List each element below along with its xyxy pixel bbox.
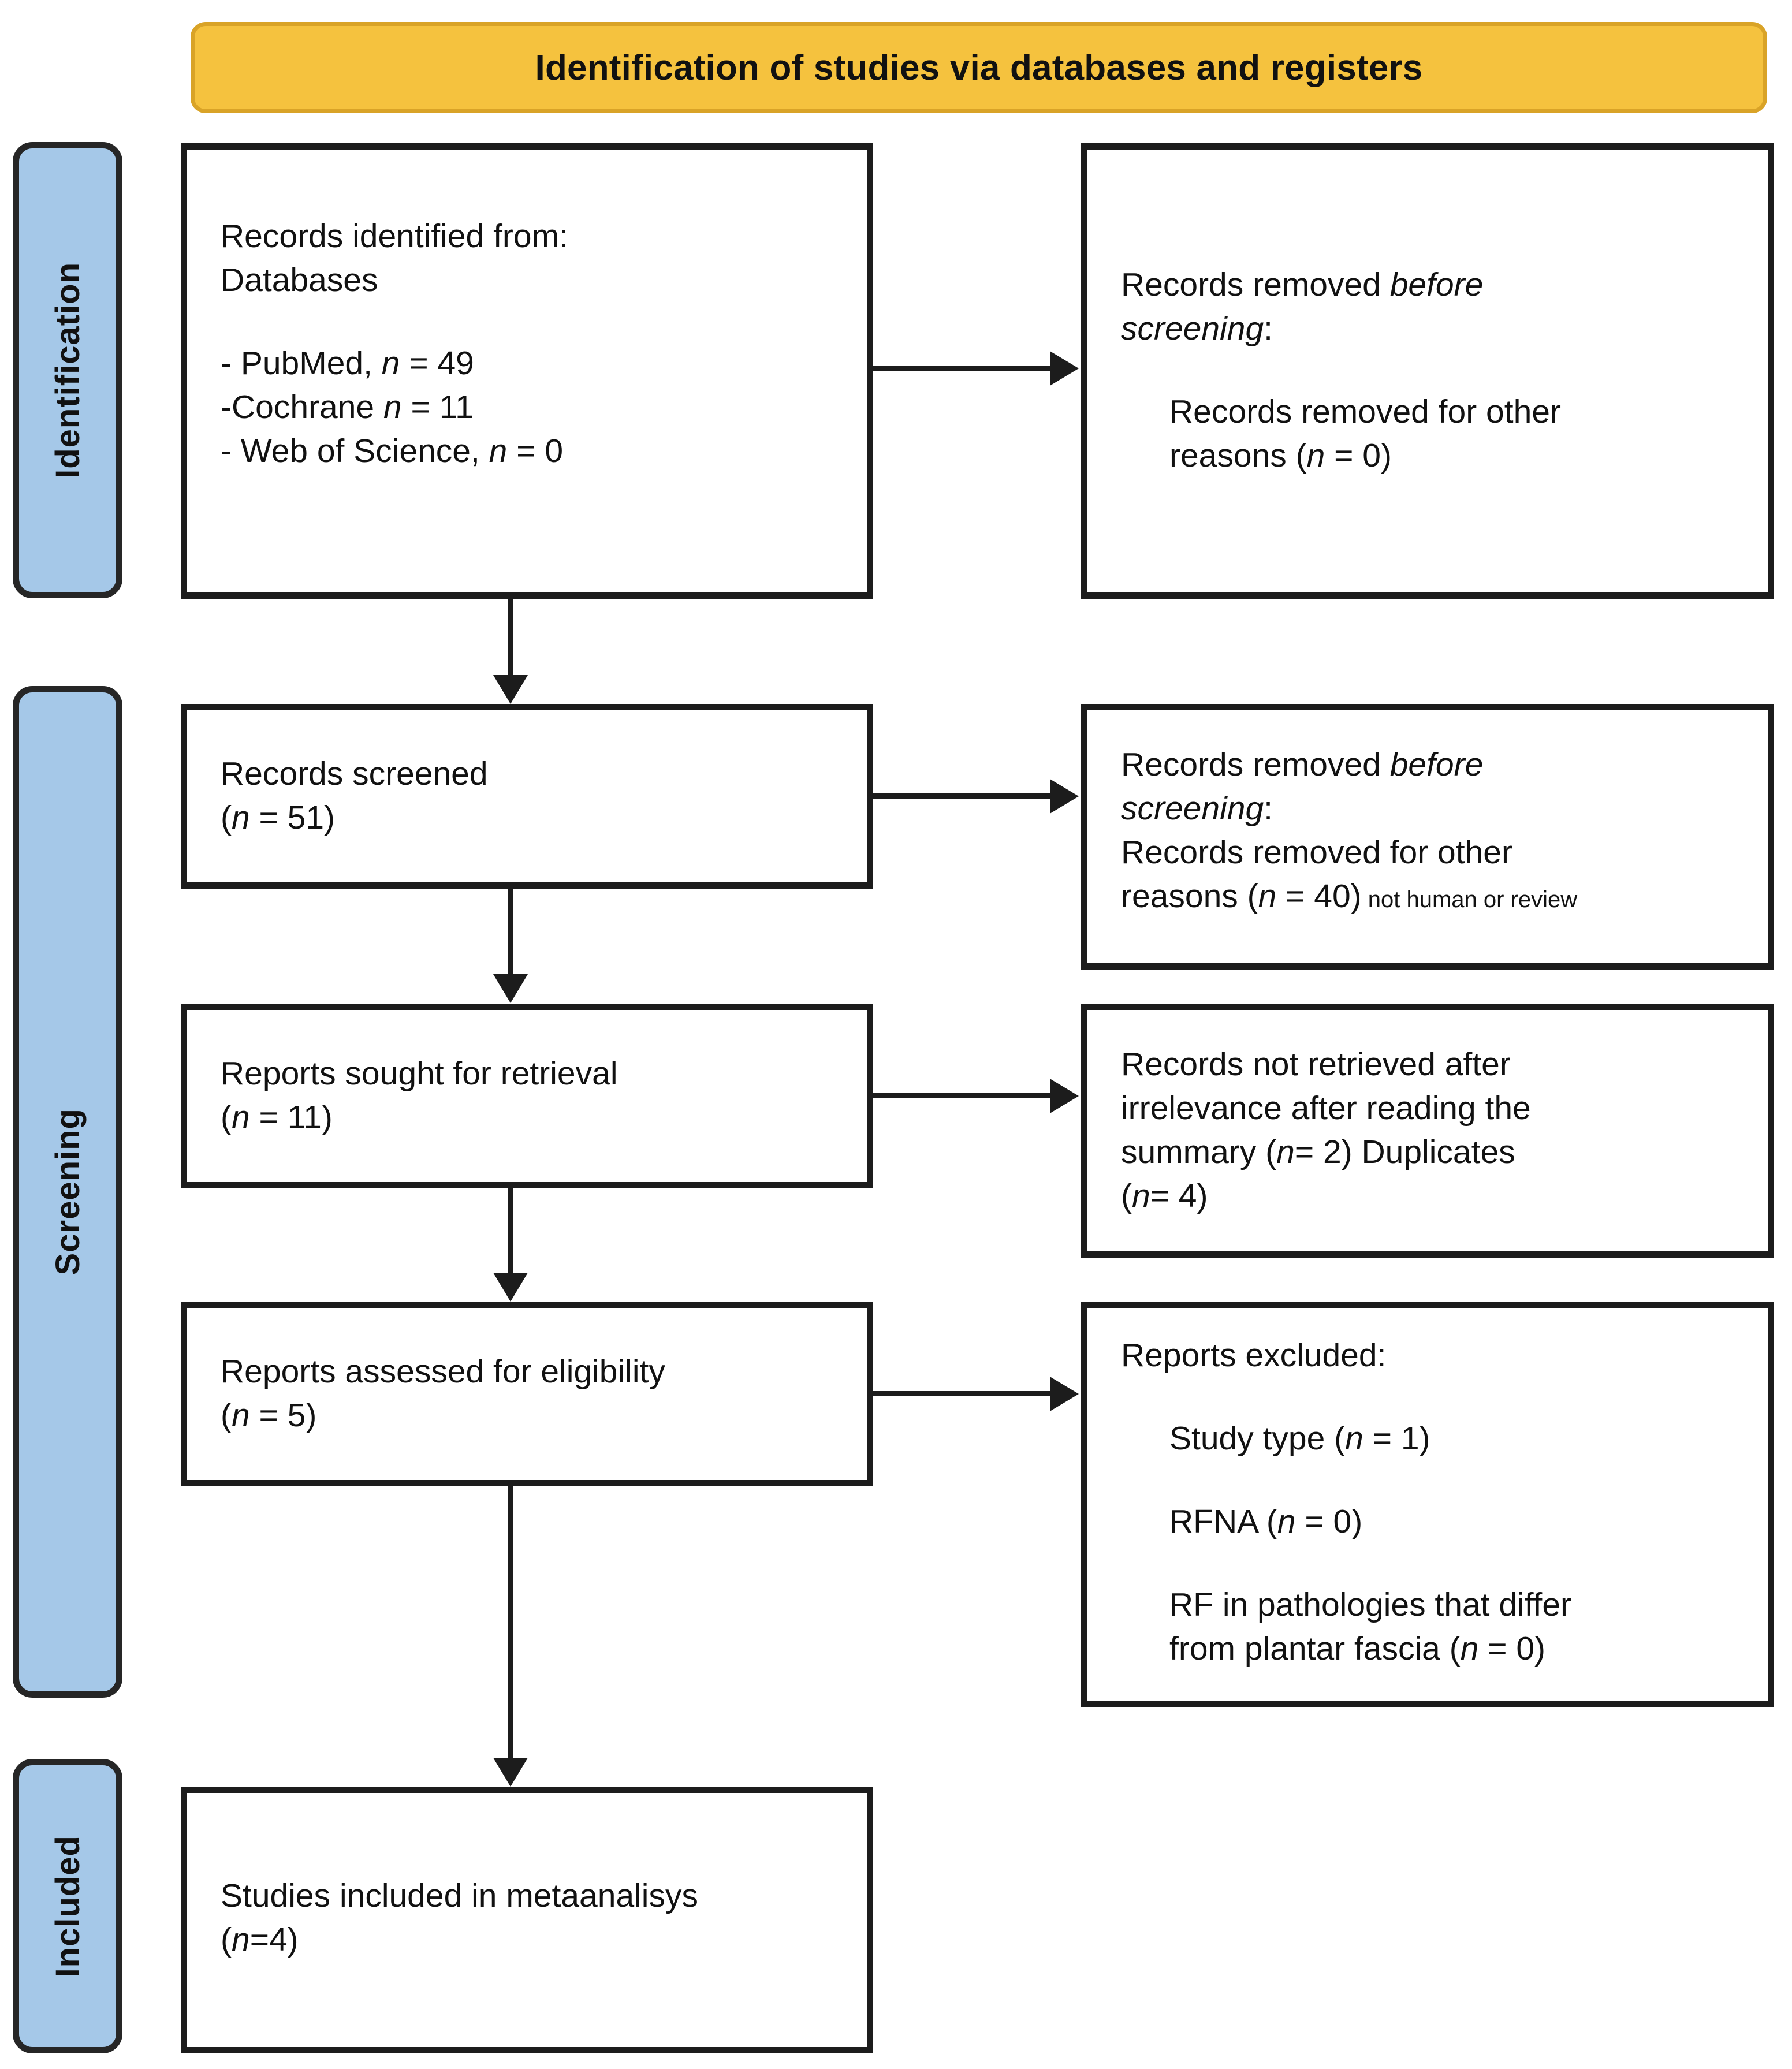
connector-assessed-to-included bbox=[508, 1486, 513, 1758]
removed2-line-2: screening: bbox=[1121, 790, 1273, 827]
arrowhead-screened-to-removed2 bbox=[1050, 779, 1079, 814]
arrowhead-sought-to-assessed bbox=[493, 1273, 528, 1302]
excluded-reason-rf-pathologies-line-1: RF in pathologies that differ bbox=[1169, 1586, 1572, 1623]
connector-screened-to-sought bbox=[508, 889, 513, 974]
connector-assessed-to-excluded bbox=[873, 1391, 1050, 1396]
stage-band-identification-label: Identification bbox=[49, 262, 87, 479]
source-pubmed: - PubMed, n = 49 bbox=[221, 345, 474, 382]
source-cochrane: -Cochrane n = 11 bbox=[221, 389, 474, 426]
box-records-removed-before-screening-1: Records removed before screening: Record… bbox=[1081, 143, 1774, 599]
reports-excluded-title: Reports excluded: bbox=[1121, 1337, 1387, 1374]
studies-included-label: Studies included in metaanalisys bbox=[221, 1877, 698, 1914]
records-screened-count: (n = 51) bbox=[221, 799, 336, 836]
stage-band-included: Included bbox=[13, 1759, 122, 2053]
box-records-not-retrieved: Records not retrieved after irrelevance … bbox=[1081, 1004, 1774, 1258]
removed2-note: not human or review bbox=[1361, 887, 1578, 912]
excluded-reason-rf-pathologies-line-2: from plantar fascia (n = 0) bbox=[1169, 1630, 1546, 1667]
source-web-of-science: - Web of Science, n = 0 bbox=[221, 433, 564, 469]
box-studies-included: Studies included in metaanalisys (n=4) bbox=[181, 1787, 873, 2053]
removed2-line-1: Records removed before bbox=[1121, 746, 1484, 783]
box-reports-sought-for-retrieval: Reports sought for retrieval (n = 11) bbox=[181, 1004, 873, 1188]
removed1-sub-line-2: reasons (n = 0) bbox=[1169, 437, 1392, 474]
removed2-line-4: reasons (n = 40) not human or review bbox=[1121, 878, 1578, 915]
stage-band-screening-label: Screening bbox=[49, 1108, 87, 1276]
connector-screened-to-removed2 bbox=[873, 793, 1050, 799]
studies-included-count: (n=4) bbox=[221, 1921, 299, 1958]
arrowhead-identified-to-removed1 bbox=[1050, 351, 1079, 386]
excluded-reason-rfna: RFNA (n = 0) bbox=[1169, 1503, 1363, 1540]
records-screened-label: Records screened bbox=[221, 755, 488, 792]
reports-assessed-label: Reports assessed for eligibility bbox=[221, 1353, 665, 1390]
box-reports-excluded: Reports excluded: Study type (n = 1) RFN… bbox=[1081, 1302, 1774, 1707]
not-retrieved-line-3: summary (n= 2) Duplicates bbox=[1121, 1134, 1515, 1170]
box-reports-assessed-for-eligibility: Reports assessed for eligibility (n = 5) bbox=[181, 1302, 873, 1486]
stage-band-included-label: Included bbox=[49, 1835, 87, 1978]
connector-sought-to-not-retrieved bbox=[873, 1093, 1050, 1098]
removed1-sub-line-1: Records removed for other bbox=[1169, 393, 1561, 430]
records-identified-title-1: Records identified from: bbox=[221, 218, 568, 255]
diagram-header-banner: Identification of studies via databases … bbox=[191, 22, 1767, 113]
box-records-screened: Records screened (n = 51) bbox=[181, 704, 873, 889]
reports-sought-label: Reports sought for retrieval bbox=[221, 1055, 618, 1092]
reports-assessed-count: (n = 5) bbox=[221, 1397, 317, 1434]
connector-identified-to-removed1 bbox=[873, 366, 1050, 371]
not-retrieved-line-4: (n= 4) bbox=[1121, 1177, 1208, 1214]
reports-sought-count: (n = 11) bbox=[221, 1099, 333, 1136]
box-records-removed-before-screening-2: Records removed before screening: Record… bbox=[1081, 704, 1774, 970]
connector-sought-to-assessed bbox=[508, 1188, 513, 1273]
arrowhead-screened-to-sought bbox=[493, 974, 528, 1003]
not-retrieved-line-2: irrelevance after reading the bbox=[1121, 1090, 1531, 1127]
excluded-reason-study-type: Study type (n = 1) bbox=[1169, 1420, 1430, 1457]
arrowhead-assessed-to-included bbox=[493, 1758, 528, 1787]
not-retrieved-line-1: Records not retrieved after bbox=[1121, 1046, 1511, 1083]
stage-band-screening: Screening bbox=[13, 686, 122, 1698]
box-records-identified: Records identified from: Databases - Pub… bbox=[181, 143, 873, 599]
stage-band-identification: Identification bbox=[13, 142, 122, 598]
records-identified-title-2: Databases bbox=[221, 262, 378, 299]
diagram-title: Identification of studies via databases … bbox=[535, 47, 1423, 88]
removed1-line-1: Records removed before bbox=[1121, 266, 1484, 303]
connector-identified-to-screened bbox=[508, 599, 513, 675]
removed2-line-3: Records removed for other bbox=[1121, 834, 1512, 871]
arrowhead-identified-to-screened bbox=[493, 675, 528, 704]
arrowhead-sought-to-not-retrieved bbox=[1050, 1079, 1079, 1113]
arrowhead-assessed-to-excluded bbox=[1050, 1377, 1079, 1411]
removed1-line-2: screening: bbox=[1121, 310, 1273, 347]
